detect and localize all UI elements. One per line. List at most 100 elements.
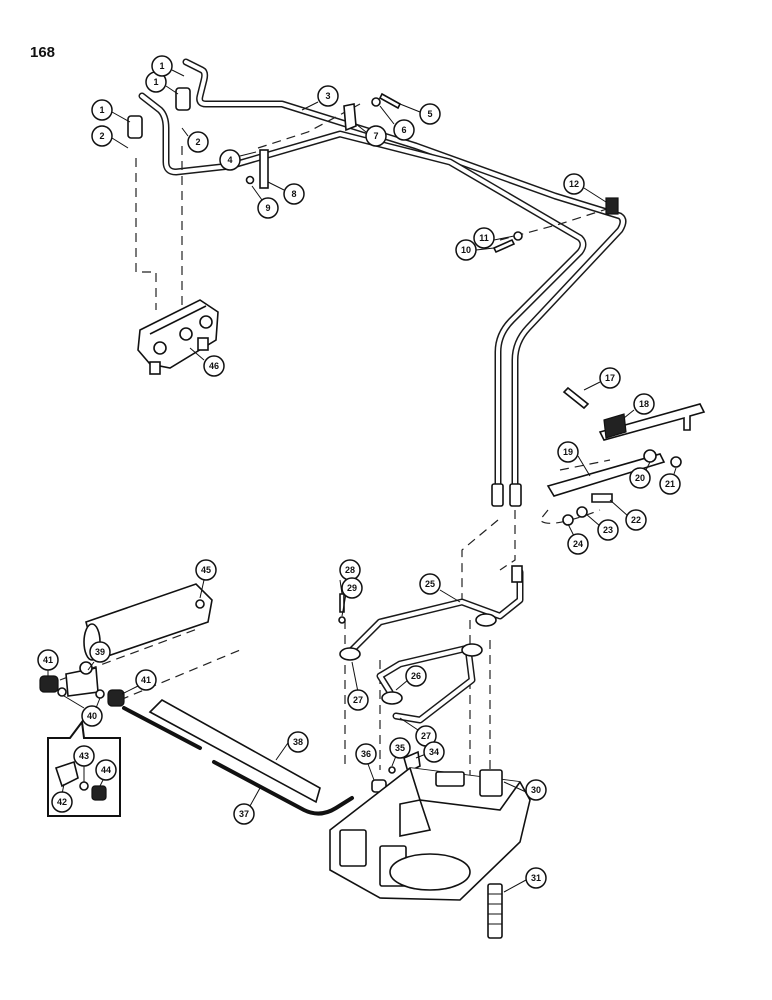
svg-text:24: 24 — [573, 539, 583, 549]
washer-6 — [371, 97, 381, 107]
callout-12: 12 — [563, 173, 607, 203]
callout-2b: 2 — [181, 127, 209, 153]
stud-31 — [487, 883, 503, 939]
callout-23: 23 — [585, 513, 619, 541]
fitting-34 — [403, 750, 421, 774]
svg-text:7: 7 — [373, 131, 378, 141]
washer-24 — [562, 514, 574, 526]
callout-18: 18 — [623, 393, 655, 419]
callout-30: 30 — [503, 779, 547, 801]
svg-text:41: 41 — [43, 655, 53, 665]
washer-29 — [338, 616, 346, 624]
svg-text:25: 25 — [425, 579, 435, 589]
clip-18 — [603, 413, 627, 439]
callout-6: 6 — [379, 105, 415, 141]
callout-42: 42 — [51, 783, 73, 813]
tube-assembly — [138, 58, 627, 499]
svg-text:27: 27 — [421, 731, 431, 741]
control-unit-housing — [329, 767, 531, 901]
svg-text:23: 23 — [603, 525, 613, 535]
nut-41-right — [107, 689, 125, 707]
svg-text:46: 46 — [209, 361, 219, 371]
svg-text:19: 19 — [563, 447, 573, 457]
callout-41a: 41 — [37, 649, 59, 676]
svg-text:1: 1 — [99, 105, 104, 115]
nut-41-left — [39, 675, 59, 693]
callout-7: 7 — [355, 123, 387, 147]
elbow-42 — [54, 760, 79, 788]
clamp-parts — [245, 92, 619, 254]
washer-11 — [513, 231, 523, 241]
svg-text:10: 10 — [461, 245, 471, 255]
svg-text:30: 30 — [531, 785, 541, 795]
sleeve-40-right — [95, 689, 105, 699]
svg-text:6: 6 — [401, 125, 406, 135]
nut-9 — [245, 175, 255, 185]
bolt-10 — [492, 238, 516, 254]
svg-text:38: 38 — [293, 737, 303, 747]
callout-2a: 2 — [91, 125, 129, 149]
callout-44: 44 — [95, 759, 117, 787]
svg-text:42: 42 — [57, 797, 67, 807]
callout-29: 29 — [341, 577, 363, 617]
bolt-22 — [591, 493, 613, 503]
nut-21 — [670, 456, 682, 468]
callout-10: 10 — [455, 239, 495, 261]
svg-text:26: 26 — [411, 671, 421, 681]
washer-20 — [643, 449, 657, 463]
svg-text:9: 9 — [265, 203, 270, 213]
svg-text:35: 35 — [395, 743, 405, 753]
svg-text:2: 2 — [195, 137, 200, 147]
callout-1c: 1 — [151, 55, 185, 77]
svg-text:36: 36 — [361, 749, 371, 759]
svg-text:12: 12 — [569, 179, 579, 189]
callout-46: 46 — [189, 347, 225, 377]
brace-and-hose — [122, 699, 354, 816]
callout-34: 34 — [415, 741, 445, 763]
screw-28 — [339, 593, 345, 613]
svg-text:29: 29 — [347, 583, 357, 593]
svg-text:3: 3 — [325, 91, 330, 101]
callout-41b: 41 — [121, 669, 157, 695]
svg-text:34: 34 — [429, 747, 439, 757]
valve-assembly — [137, 299, 219, 375]
svg-text:22: 22 — [631, 515, 641, 525]
svg-text:21: 21 — [665, 479, 675, 489]
svg-text:37: 37 — [239, 809, 249, 819]
bolt-17 — [562, 386, 590, 410]
svg-text:11: 11 — [479, 233, 489, 243]
callout-45: 45 — [195, 559, 217, 599]
sleeve-43 — [79, 781, 89, 791]
svg-text:43: 43 — [79, 751, 89, 761]
tube-fittings — [127, 87, 522, 507]
callout-22: 22 — [609, 499, 647, 531]
fitting-top-left — [127, 115, 143, 139]
tube-end-fitting-left — [491, 483, 504, 507]
callout-25: 25 — [419, 573, 461, 603]
callout-36: 36 — [355, 743, 377, 781]
callout-27a: 27 — [347, 661, 369, 711]
assembly-lines — [59, 103, 611, 790]
callout-9: 9 — [251, 185, 279, 219]
callout-37: 37 — [233, 787, 261, 825]
svg-text:1: 1 — [159, 61, 164, 71]
callout-1a: 1 — [91, 99, 131, 123]
tube-end-fitting-right — [509, 483, 522, 507]
callout-38: 38 — [275, 731, 309, 761]
callout-5: 5 — [399, 103, 441, 125]
svg-text:17: 17 — [605, 373, 615, 383]
page-number: 168 — [30, 44, 56, 61]
svg-text:1: 1 — [153, 77, 158, 87]
svg-text:40: 40 — [87, 711, 97, 721]
callout-20: 20 — [629, 461, 651, 489]
callout-35: 35 — [389, 737, 411, 767]
nut-44 — [91, 785, 107, 801]
svg-text:4: 4 — [227, 155, 232, 165]
callout-21: 21 — [659, 467, 681, 495]
callout-39: 39 — [87, 641, 111, 671]
sleeve-40-left — [57, 687, 67, 697]
bolt-5 — [378, 92, 402, 110]
seal-35 — [388, 766, 396, 774]
svg-text:18: 18 — [639, 399, 649, 409]
